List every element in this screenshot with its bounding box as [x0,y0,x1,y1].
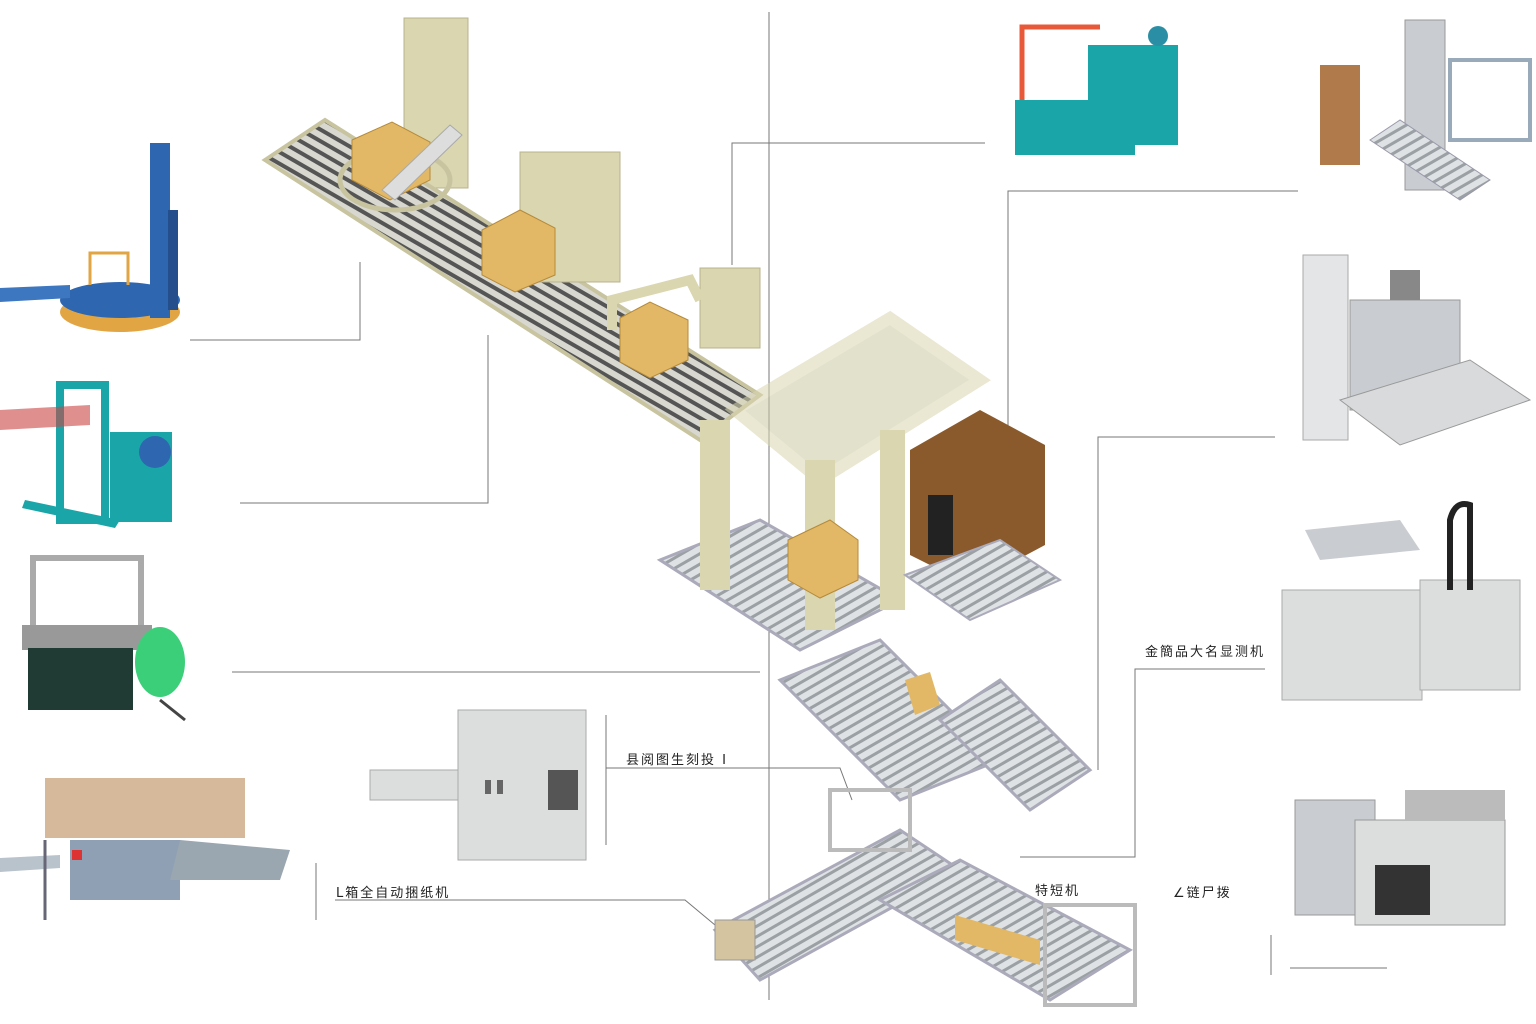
leader-lines [190,12,1387,1000]
label-conveyor: 特短机 [1035,884,1081,899]
label-case-erector: L箱全自动捆纸机 [336,886,451,901]
case-erector-machine [0,778,290,920]
label-shrink-wrapper: ∠链尸拨 [1173,886,1232,901]
palletizer-enclosure [656,310,1063,652]
semi-auto-strapping-machine [0,381,172,528]
auto-strapping-machine [22,555,186,722]
main-conveyor-line [261,17,764,443]
label-case-packer: 金簡品大名显测机 [1145,645,1266,660]
case-packer-machine [1281,501,1521,701]
teal-strapping-machine [1015,24,1178,155]
stretch-wrapper-machine [0,143,180,332]
case-sealer-machine [369,709,587,861]
carton-erector-machine [1320,19,1532,201]
label-case-sealer: 县阅图生刻投 I [626,753,728,768]
lower-conveyor-line [712,638,1137,1007]
tape-sealer-machine [1302,254,1532,446]
shrink-wrap-machine [1294,790,1506,926]
